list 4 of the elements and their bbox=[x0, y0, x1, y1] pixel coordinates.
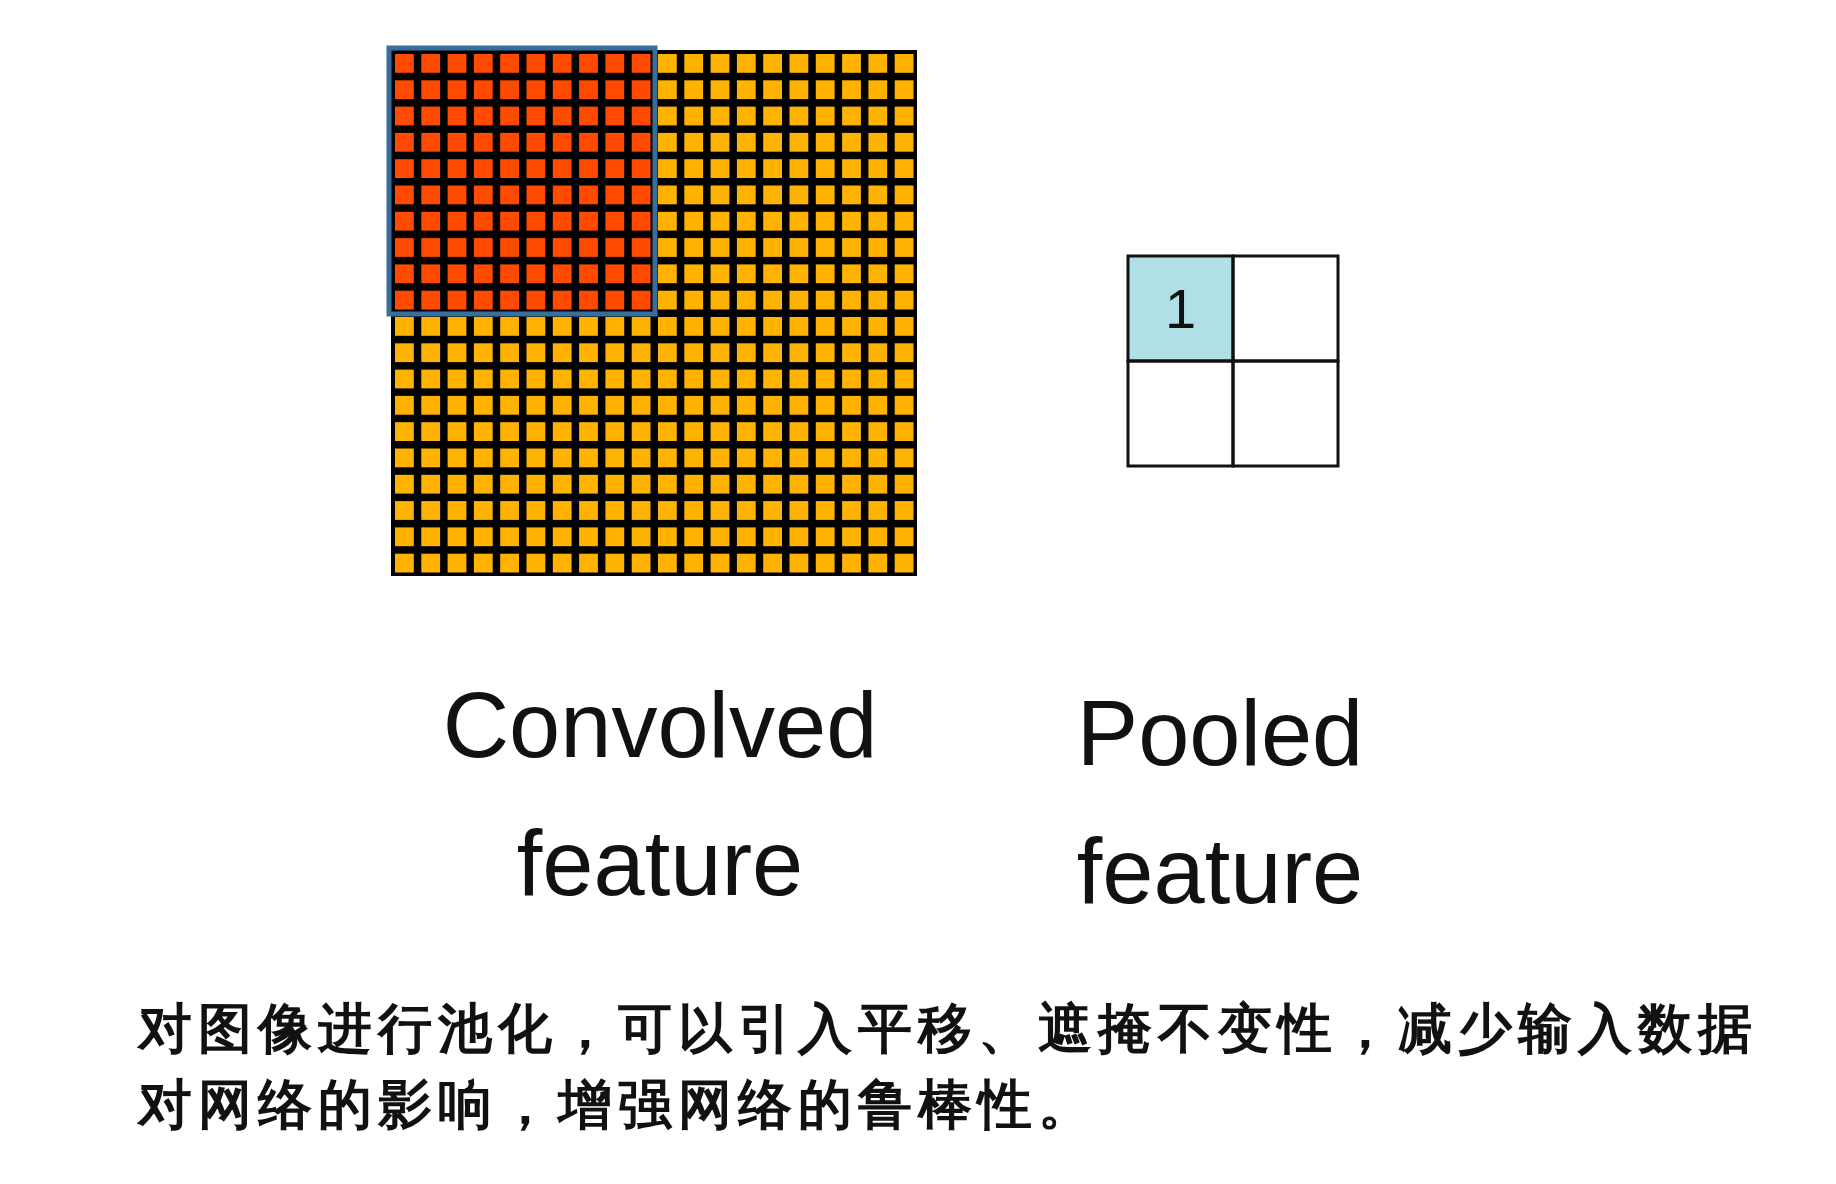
cell-value: 1 bbox=[1163, 276, 1198, 342]
feature-label: Pooled feature bbox=[1075, 681, 1365, 924]
caption: 对图像进行池化，可以引入平移、遮掩不变性，减少输入数据对网络的影响，增强网络的鲁棒性。 bbox=[138, 997, 1759, 1136]
feature-label: Convolved feature bbox=[441, 673, 879, 916]
